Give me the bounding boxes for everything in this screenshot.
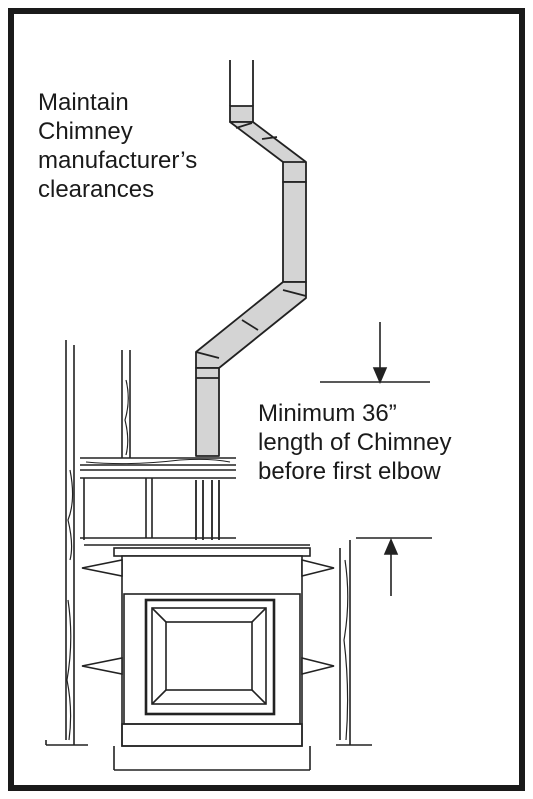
clearance-note-line: manufacturer’s bbox=[38, 147, 198, 174]
minimum-note-line: before first elbow bbox=[258, 458, 441, 485]
left-wall-framing bbox=[45, 340, 153, 746]
minimum-note-line: Minimum 36” bbox=[258, 400, 397, 427]
minimum-note-line: length of Chimney bbox=[258, 429, 452, 456]
chimney-pipe bbox=[195, 60, 307, 540]
dimension-markers bbox=[320, 322, 432, 596]
clearance-note-line: Chimney bbox=[38, 118, 133, 145]
ceiling-framing bbox=[80, 457, 310, 546]
right-wall-framing bbox=[336, 540, 372, 746]
fireplace-unit bbox=[81, 547, 335, 771]
minimum-length-note: Minimum 36” length of Chimney before fir… bbox=[258, 399, 528, 486]
clearance-note-line: clearances bbox=[38, 176, 155, 203]
clearance-note-line: Maintain bbox=[38, 89, 129, 116]
diagram-frame bbox=[8, 8, 525, 791]
clearance-note: Maintain Chimney manufacturer’s clearanc… bbox=[38, 88, 248, 204]
